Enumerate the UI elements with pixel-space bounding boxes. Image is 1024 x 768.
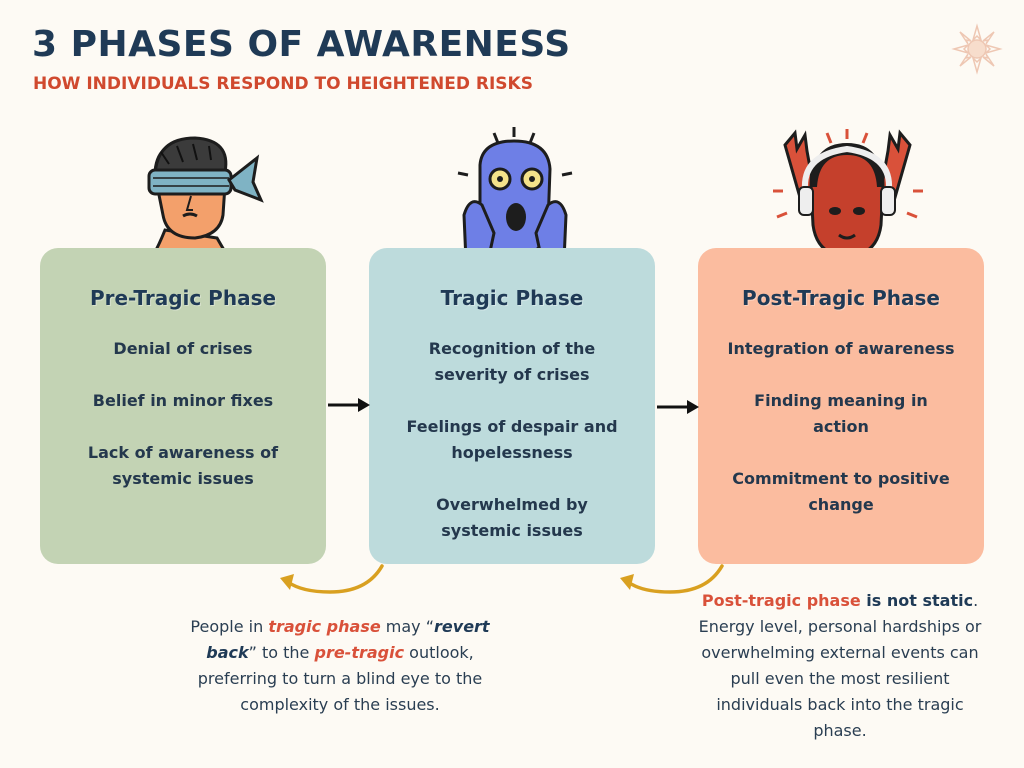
note-highlight: Post-tragic phase — [701, 591, 861, 610]
note-text: ” to the — [248, 643, 315, 662]
pre-tragic-phase-card: Pre-Tragic Phase Denial of crises Belief… — [40, 248, 326, 564]
phase-item: Integration of awareness — [727, 339, 955, 358]
phase-item: Commitment to positive change — [732, 469, 950, 514]
phase-item: Belief in minor fixes — [92, 391, 274, 410]
phase-item: Lack of awareness of systemic issues — [87, 443, 279, 488]
phase-item: Recognition of the severity of crises — [428, 339, 596, 384]
celebrating-person-icon — [773, 129, 923, 259]
post-tragic-phase-card: Post-Tragic Phase Integration of awarene… — [698, 248, 984, 564]
phase-title: Post-Tragic Phase — [742, 286, 940, 310]
note-highlight: pre-tragic — [314, 643, 405, 662]
phase-item: Feelings of despair and hopelessness — [406, 417, 618, 462]
note-emphasis: is not static — [860, 591, 974, 610]
sun-flower-logo-icon — [951, 23, 1003, 75]
revert-back-note: People in tragic phase may “revert back”… — [190, 614, 490, 718]
note-text: outlook, preferring to turn a blind eye … — [197, 643, 483, 714]
note-text: People in — [190, 617, 269, 636]
tragic-phase-card: Tragic Phase Recognition of the severity… — [369, 248, 655, 564]
phase-item: Finding meaning in action — [754, 391, 928, 436]
note-text: . Energy level, personal hardships or ov… — [698, 591, 982, 740]
phase-title: Pre-Tragic Phase — [89, 286, 277, 310]
curved-back-arrow-icon — [280, 564, 384, 594]
page-title: 3 PHASES OF AWARENESS — [32, 24, 571, 65]
note-highlight: tragic phase — [268, 617, 381, 636]
note-emphasis: revert back — [206, 617, 490, 662]
phase-title: Tragic Phase — [440, 286, 584, 310]
note-text: may “ — [380, 617, 435, 636]
phase-item: Overwhelmed by systemic issues — [436, 495, 588, 540]
not-static-note: Post-tragic phase is not static. Energy … — [690, 588, 990, 744]
phase-item: Denial of crises — [113, 339, 253, 358]
right-arrow-icon — [328, 398, 370, 412]
page-subtitle: HOW INDIVIDUALS RESPOND TO HEIGHTENED RI… — [33, 74, 533, 94]
right-arrow-icon — [657, 400, 699, 414]
curved-back-arrow-icon — [620, 564, 724, 594]
